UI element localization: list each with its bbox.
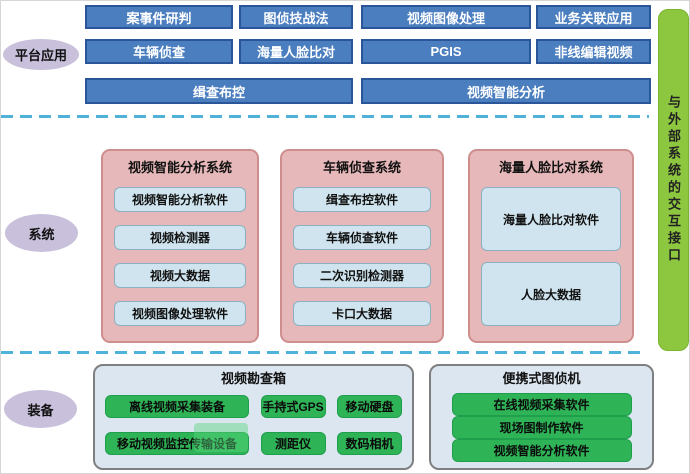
equipment-box-portable-investigator: 便携式图侦机 在线视频采集软件 现场图制作软件 视频智能分析软件 — [429, 364, 654, 470]
platform-box-case-research: 案事件研判 — [85, 5, 233, 29]
equipment-item: 数码相机 — [337, 432, 402, 455]
platform-box-image-tactics: 图侦技战法 — [239, 5, 353, 29]
layer-label-equipment: 装备 — [4, 390, 77, 428]
platform-box-nonlinear-video-edit: 非线编辑视频 — [536, 39, 651, 64]
dashed-divider-top — [1, 115, 649, 118]
equipment-item: 现场图制作软件 — [451, 416, 632, 439]
equipment-item: 移动视频监控传输设备 — [105, 432, 249, 455]
system-item: 视频检测器 — [114, 225, 246, 250]
equipment-item: 离线视频采集装备 — [105, 395, 249, 418]
platform-box-face-comparison: 海量人脸比对 — [239, 39, 353, 64]
system-group-title: 车辆侦查系统 — [322, 160, 401, 175]
system-group-title: 视频智能分析系统 — [127, 160, 232, 175]
system-group-face-comparison: 海量人脸比对系统 海量人脸比对软件 人脸大数据 — [468, 149, 634, 343]
platform-box-business-association: 业务关联应用 — [536, 5, 651, 29]
layer-label-systems: 系统 — [5, 214, 78, 252]
dashed-divider-bottom — [1, 351, 646, 354]
equipment-item: 在线视频采集软件 — [451, 393, 632, 416]
platform-box-video-intelligent-analysis: 视频智能分析 — [361, 78, 651, 104]
platform-box-pgis: PGIS — [361, 39, 531, 64]
equipment-item: 测距仪 — [260, 432, 326, 455]
equipment-box-video-survey-kit: 视频勘查箱 离线视频采集装备 手持式GPS 移动硬盘 移动视频监控传输设备 测距… — [93, 364, 414, 470]
equipment-box-title: 便携式图侦机 — [502, 371, 581, 386]
system-item: 视频智能分析软件 — [114, 187, 246, 212]
system-item: 人脸大数据 — [481, 262, 621, 326]
equipment-item: 视频智能分析软件 — [451, 439, 632, 462]
system-item: 二次识别检测器 — [293, 263, 431, 288]
system-item: 车辆侦查软件 — [293, 225, 431, 250]
system-group-title: 海量人脸比对系统 — [498, 160, 603, 175]
system-group-video-analysis: 视频智能分析系统 视频智能分析软件 视频检测器 视频大数据 视频图像处理软件 — [101, 149, 259, 343]
system-item: 卡口大数据 — [293, 301, 431, 326]
system-item: 海量人脸比对软件 — [481, 187, 621, 251]
equipment-box-title: 视频勘查箱 — [220, 371, 286, 386]
layer-label-platform: 平台应用 — [3, 39, 79, 70]
platform-box-vehicle-investigation: 车辆侦查 — [85, 39, 233, 64]
system-group-vehicle-investigation: 车辆侦查系统 缉查布控软件 车辆侦查软件 二次识别检测器 卡口大数据 — [280, 149, 444, 343]
system-item: 缉查布控软件 — [293, 187, 431, 212]
platform-box-checkpoint-control: 缉查布控 — [85, 78, 353, 104]
system-item: 视频图像处理软件 — [114, 301, 246, 326]
external-interface-bar: 与外部系统的交互接口 — [658, 9, 689, 351]
equipment-item: 移动硬盘 — [337, 395, 402, 418]
platform-box-video-image-processing: 视频图像处理 — [361, 5, 531, 29]
equipment-item: 手持式GPS — [260, 395, 326, 418]
system-item: 视频大数据 — [114, 263, 246, 288]
external-interface-label: 与外部系统的交互接口 — [666, 95, 681, 265]
